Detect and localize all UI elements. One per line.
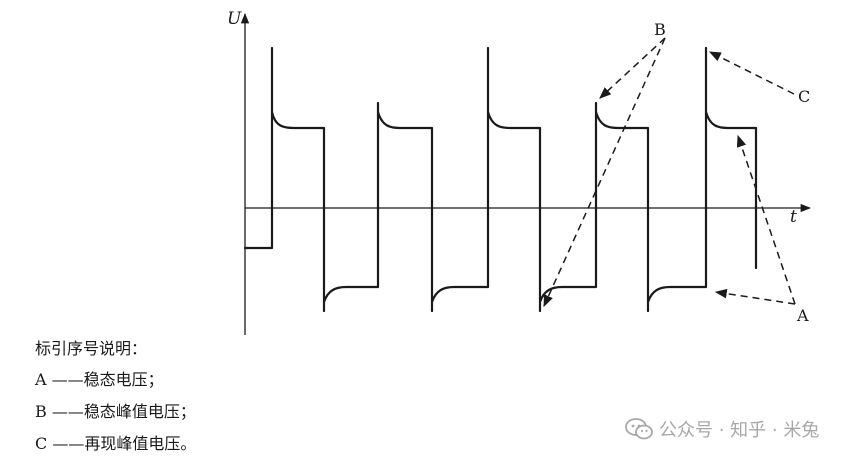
wechat-icon	[625, 418, 653, 440]
y-axis-label: U	[227, 9, 242, 29]
voltage-waveform	[243, 46, 758, 313]
callout-b-label: B	[654, 20, 666, 39]
watermark-text: 公众号 · 知乎 · 米兔	[659, 420, 820, 441]
legend-title: 标引序号说明：	[35, 339, 148, 358]
x-axis-label: t	[790, 207, 797, 227]
callout-c-label: C	[798, 87, 810, 106]
legend-item-c: C ——再现峰值电压。	[35, 434, 197, 453]
legend-item-b: B ——稳态峰值电压；	[35, 402, 196, 421]
callout-a-label: A	[796, 306, 809, 325]
callout-a-leader-lower	[714, 288, 796, 305]
callout-c-leader	[708, 51, 795, 95]
callout-b-leader-upper	[599, 37, 666, 99]
callout-b-leader-lower	[543, 37, 666, 308]
callout-a-leader-upper	[736, 134, 796, 305]
legend-item-a: A ——稳态电压；	[35, 370, 164, 389]
watermark: 公众号 · 知乎 · 米兔	[625, 415, 819, 443]
